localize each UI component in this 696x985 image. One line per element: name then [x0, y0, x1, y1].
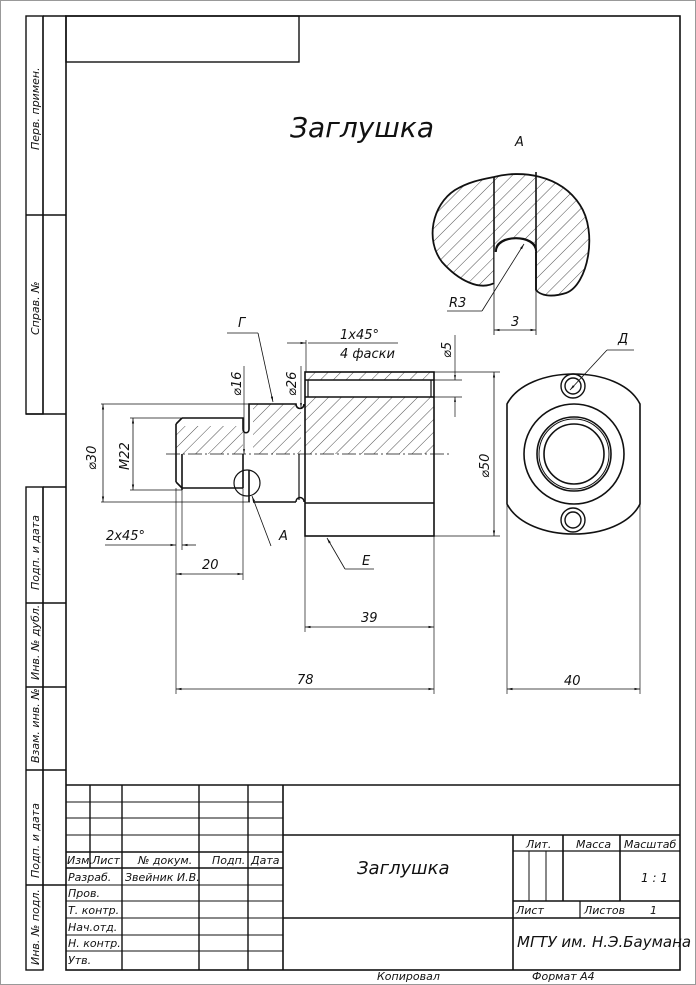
dim-d5: ⌀5 [440, 342, 455, 358]
row-role: Пров. [68, 887, 100, 900]
strip-perv-primen: Перв. примен. [29, 67, 42, 150]
dim-m22: М22 [118, 442, 133, 470]
main-frame [65, 15, 681, 971]
side-view: Д 40 [506, 332, 641, 694]
front-section-view: Г А Е ⌀30 М22 ⌀16 ⌀26 1x45° 4 фаски ⌀5 [85, 316, 500, 694]
dim-chamfer-left: 2x45° [106, 529, 145, 544]
dim-r3: R3 [449, 296, 466, 311]
hdr-podp: Подп. [212, 854, 245, 867]
tb-scale-value: 1 : 1 [641, 871, 668, 885]
leader-g-label: Г [238, 316, 247, 331]
hdr-data: Дата [250, 854, 280, 867]
row-role: Нач.отд. [68, 921, 117, 934]
tb-sheets-value: 1 [650, 904, 657, 917]
tb-organization: МГТУ им. Н.Э.Баумана [517, 933, 691, 951]
dim-chamfer-note: 4 фаски [340, 347, 395, 362]
strip-podp-data-1: Подп. и дата [29, 515, 42, 590]
dim-slot-3: 3 [511, 315, 519, 330]
row-role: Разраб. [68, 871, 111, 884]
footer-format: Формат А4 [532, 970, 595, 983]
tb-sheets-label: Листов [583, 904, 625, 917]
strip-vzam-inv: Взам. инв. № [29, 688, 42, 763]
detail-view-a: А 3 R3 [431, 135, 591, 335]
dim-d30: ⌀30 [85, 446, 100, 470]
dim-len78: 78 [297, 673, 314, 688]
strip-sprav-no: Справ. № [29, 281, 42, 335]
leader-e-label: Е [362, 554, 371, 569]
dim-d26: ⌀26 [285, 372, 300, 396]
dim-chamfer-top: 1x45° [340, 328, 379, 343]
tb-mass-label: Масса [576, 838, 611, 851]
leader-a-label: А [278, 529, 288, 544]
row-role: Н. контр. [68, 937, 121, 950]
footer-copied: Копировал [377, 970, 440, 983]
strip-inv-podl: Инв. № подл. [29, 889, 42, 965]
row-role: Утв. [68, 954, 91, 967]
dim-width40: 40 [564, 674, 581, 689]
row-name: Звейник И.В. [125, 871, 200, 884]
dim-len20: 20 [202, 558, 219, 573]
dim-d50: ⌀50 [478, 454, 493, 478]
row-role: Т. контр. [68, 904, 119, 917]
leader-d-label: Д [617, 332, 628, 347]
tb-scale-label: Масштаб [624, 838, 676, 851]
dim-d16: ⌀16 [230, 372, 245, 396]
view-a-label: А [514, 135, 524, 150]
strip-inv-dubl: Инв. № дубл. [29, 605, 42, 680]
hdr-izm: Изм. [67, 854, 93, 867]
drawing-title: Заглушка [290, 111, 434, 144]
tb-lit-label: Лит. [525, 838, 551, 851]
title-block: Изм. Лист № докум. Подп. Дата Разраб. Зв… [66, 784, 691, 970]
dim-len39: 39 [361, 611, 378, 626]
hdr-list: Лист [91, 854, 120, 867]
hdr-doc-no: № докум. [137, 854, 192, 867]
side-strip: Перв. примен. Справ. № Подп. и дата Инв.… [25, 15, 66, 971]
strip-podp-data-2: Подп. и дата [29, 803, 42, 878]
tb-part-name: Заглушка [357, 858, 450, 879]
tb-sheet-label: Лист [515, 904, 544, 917]
